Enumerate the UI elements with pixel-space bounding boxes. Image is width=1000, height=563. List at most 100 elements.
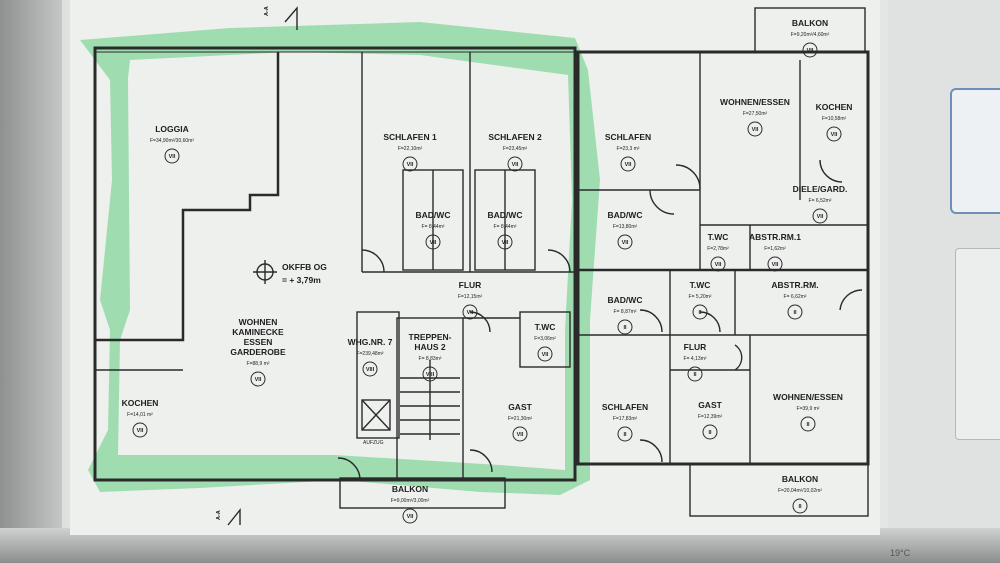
page-thumbnail[interactable] (955, 248, 1000, 440)
room-mark: VIII (366, 367, 375, 373)
page-thumbnail-active[interactable] (950, 88, 1000, 214)
room-mark: II (693, 372, 697, 378)
room-area: F=27,50m² (743, 111, 768, 117)
room-mark-circle (617, 426, 633, 442)
room-area: F=9,00m²/3,00m² (391, 498, 430, 504)
room-name: SCHLAFEN 1 (383, 132, 437, 142)
taskbar-temperature: 19°C (890, 548, 911, 558)
room-name: T.WC (708, 232, 729, 242)
room-mark: VII (502, 240, 509, 246)
room-mark-circle (787, 304, 803, 320)
room-mark: VII (512, 162, 519, 168)
section-markers: A-A A-A (216, 6, 270, 520)
room-area: F=9,20m²/4,60m² (791, 32, 830, 38)
room-area: F= 8,44m² (494, 224, 517, 230)
room-area: F=1,62m² (764, 246, 786, 252)
room-mark: VII (255, 377, 262, 383)
room-name: GARDEROBE (230, 347, 286, 357)
room-name: ABSTR.RM. (771, 280, 818, 290)
room-area: F=10,58m² (822, 116, 847, 122)
room-name: WOHNEN (239, 317, 278, 327)
room-mark-circle (362, 361, 378, 377)
room-mark-circle (620, 156, 636, 172)
room-mark-circle (537, 346, 553, 362)
room-name: BAD/WC (488, 210, 523, 220)
room-mark-circle (812, 208, 828, 224)
room-mark-circle (402, 508, 418, 524)
room-name: SCHLAFEN (602, 402, 648, 412)
room-mark-circle (425, 234, 441, 250)
room-mark-circle (710, 256, 726, 272)
room-mark: II (623, 325, 627, 331)
room-area: F=23,3 m² (617, 146, 640, 152)
room-mark-circle (617, 319, 633, 335)
room-name: BAD/WC (416, 210, 451, 220)
room-mark-circle (792, 498, 808, 514)
room-name: ABSTR.RM.1 (749, 232, 801, 242)
room-mark: II (806, 422, 810, 428)
room-mark-circle (497, 234, 513, 250)
room-abstrm-ii: ABSTR.RM. F= 6,62m² II (771, 280, 819, 320)
room-name: KOCHEN (816, 102, 853, 112)
room-mark: VII (831, 132, 838, 138)
room-name: DIELE/GARD. (793, 184, 848, 194)
room-name: GAST (508, 402, 532, 412)
room-mark: II (623, 432, 627, 438)
room-mark: VII (407, 514, 414, 520)
room-name: KAMINECKE (232, 327, 284, 337)
room-mark-circle (402, 156, 418, 172)
level-marker-label: OKFFB OG (282, 262, 327, 272)
room-mark-circle (132, 422, 148, 438)
room-area: F=12,39m² (698, 414, 723, 420)
section-marker-bottom: A-A (216, 510, 222, 520)
room-name: SCHLAFEN (605, 132, 651, 142)
monitor-bezel-left (0, 0, 62, 563)
room-mark: VIII (426, 372, 435, 378)
room-name: LOGGIA (155, 124, 189, 134)
room-area: F=39,9 m² (797, 406, 820, 412)
room-area: F= 8,44m² (422, 224, 445, 230)
room-name: T.WC (690, 280, 711, 290)
room-mark-circle (800, 416, 816, 432)
room-name: BALKON (792, 18, 828, 28)
room-area: F=239,48m² (356, 351, 383, 357)
room-mark: VII (715, 262, 722, 268)
room-mark: VII (752, 127, 759, 133)
room-name: WOHNEN/ESSEN (773, 392, 843, 402)
room-mark: VII (517, 432, 524, 438)
room-mark: VII (625, 162, 632, 168)
room-mark-circle (802, 42, 818, 58)
room-area: F=22,10m² (398, 146, 423, 152)
room-mark-circle (462, 304, 478, 320)
room-mark: II (708, 430, 712, 436)
room-schlafen-right: SCHLAFEN F=23,3 m² VII (605, 132, 651, 172)
room-mark-circle (512, 426, 528, 442)
room-mark: VII (407, 162, 414, 168)
room-mark: VII (772, 262, 779, 268)
room-wohnen-essen-ii: WOHNEN/ESSEN F=39,9 m² II (773, 392, 843, 432)
room-mark-circle (507, 156, 523, 172)
room-name: HAUS 2 (414, 342, 445, 352)
room-name: TREPPEN- (409, 332, 452, 342)
room-mark: VII (622, 240, 629, 246)
room-mark: VII (542, 352, 549, 358)
room-area: F= 6,62m² (784, 294, 807, 300)
room-mark: II (793, 310, 797, 316)
room-name: WHG.NR. 7 (348, 337, 393, 347)
room-area: F=17,83m² (613, 416, 638, 422)
